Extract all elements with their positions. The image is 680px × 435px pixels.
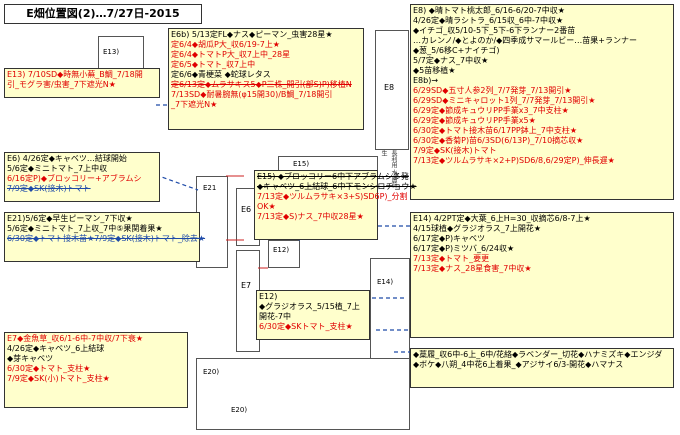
note-line: E7◆金魚草_収6/1-6中-7中収/7下衰★ xyxy=(7,334,144,343)
note-line: 6/29定◆節成キュウリPP手業x5★ xyxy=(413,116,536,125)
plot-e21-label: E21 xyxy=(203,184,217,192)
note-line: 7/9定◆SK(接木)トマト xyxy=(7,184,91,193)
note-line: E6b) 5/13定FL◆ナス◆ピーマン_虫害28星★ xyxy=(171,30,333,39)
note-line: E8b)→ xyxy=(413,76,439,85)
note-line: 6/29SD◆五寸人参2列_7/7発芽_7/13開引★ xyxy=(413,86,572,95)
plot-e12: E12) xyxy=(268,240,300,268)
plot-e7-label: E7 xyxy=(241,281,252,290)
note-line: E15) ◆ブロッコリー6中下アブラムシ多発 xyxy=(257,172,409,181)
note-line: 6/16定P)◆ブロッコリー+アブラムシ xyxy=(7,174,142,183)
note-line: 6/30定◆トマト接木苗6/17PP鉢上_7中支柱★ xyxy=(413,126,577,135)
note-line: ◆キャベツ_6上結球_6中下モンシロチョウ★ xyxy=(257,182,417,191)
note-line: ◆藁履_収6中-6上_6中/花絡◆ラベンダー_切花◆ハナミズキ◆エンジダ xyxy=(413,350,663,359)
note-line: 7/13定◆ツルムラサキ×2+P)SD6/8,6/29定P)_伸長遅★ xyxy=(413,156,615,165)
note-e7: E7◆金魚草_収6/1-6中-7中収/7下衰★4/26定◆キャベツ_6上結球◆芽… xyxy=(4,332,188,408)
note-line: 定6/5◆トマト_収7上中 xyxy=(171,60,256,69)
note-line: 5/7定◆ナス_7中収★ xyxy=(413,56,489,65)
side-label: 長利用 水圏前生 xyxy=(380,150,397,188)
note-line: 6/30定◆SKトマト_支柱★ xyxy=(259,322,353,331)
note-flowers: ◆藁履_収6中-6上_6中/花絡◆ラベンダー_切花◆ハナミズキ◆エンジダ◆ボケ◆… xyxy=(410,348,674,388)
plot-e20b-label: E20) xyxy=(231,406,248,414)
note-line: 7/13定◆ツルムラサキ×3+S)SD6P)_分割 xyxy=(257,192,408,201)
note-line: 定6/4◆胡瓜P大_収6/19-7上★ xyxy=(171,40,280,49)
note-line: 4/15球植◆グラジオラス_7上開花★ xyxy=(413,224,542,233)
plot-e13-label: E13) xyxy=(103,48,120,56)
plot-e14: E14) xyxy=(370,258,410,366)
note-line: 6/30定◆トマト接木苗★7/9定◆SK(接木)トマト_除去★ xyxy=(7,234,206,243)
note-line: 6/30定◆トマト_支柱★ xyxy=(7,364,91,373)
note-line: _7下遮光N★ xyxy=(171,100,218,109)
note-e14: E14) 4/2PT定◆大葉_6上H=30_収摘芯6/8-7上★4/15球植◆グ… xyxy=(410,212,674,338)
plot-e15-label: E15) xyxy=(293,160,310,168)
note-line: 5/6定◆ミニトマト_7上中収 xyxy=(7,164,108,173)
note-line: 6/17定◆P)キャベツ xyxy=(413,234,486,243)
note-e15: E15) ◆ブロッコリー6中下アブラムシ多発◆キャベツ_6上結球_6中下モンシロ… xyxy=(254,170,417,240)
note-e21: E21)5/6定◆早生ピーマン_7下収★5/6定◆ミニトマト_7上収_7中⑤果関… xyxy=(4,212,206,262)
note-line: 6/30定◆香菊P)苗6/3SD(6/13P)_7/10摘芯収★ xyxy=(413,136,584,145)
note-line: OK★ xyxy=(257,202,276,211)
plot-e20: E20) E20) xyxy=(196,358,410,430)
note-line: ◆イチゴ_収5/10-5下_5下-6下ランナー2番苗 xyxy=(413,26,576,35)
note-line: 引_モグラ害/虫害_7下遮光N★ xyxy=(7,80,116,89)
note-line: 7/13定◆トマト_要更 xyxy=(413,254,490,263)
plot-e6-label: E6 xyxy=(241,205,252,214)
plot-e14-label: E14) xyxy=(377,278,394,286)
note-line: 7/13SD◆耐暑腕無(φ15開30)/B鯛_7/18開引 xyxy=(171,90,333,99)
note-line: 7/9定◆SK(小)トマト_支柱★ xyxy=(7,374,110,383)
note-line: E12) xyxy=(259,292,278,301)
note-line: 定6/13定◆ムラサキス5◆P三株_開引(部S)P)移植N xyxy=(171,80,352,89)
note-line: ◆葱_5/6移C+ナイチゴ) xyxy=(413,46,500,55)
note-e6b: E6b) 5/13定FL◆ナス◆ピーマン_虫害28星★定6/4◆胡瓜P大_収6/… xyxy=(168,28,364,130)
note-line: 6/29定◆節成キュウリPP手業x3_7中支柱★ xyxy=(413,106,569,115)
note-line: 定6/4◆トマトP大_収7上中_28星 xyxy=(171,50,291,59)
note-line: E6) 4/26定◆キャベツ…結球開始 xyxy=(7,154,127,163)
note-line: ◆グラジオラス_5/15植_7上 xyxy=(259,302,360,311)
note-line: 7/9定◆SK(接木)トマト xyxy=(413,146,497,155)
plot-e12-label: E12) xyxy=(273,246,290,254)
note-line: 4/26定◆キャベツ_6上結球 xyxy=(7,344,105,353)
note-line: 定6/6◆青梗菜 ◆蛇球レタス xyxy=(171,70,271,79)
note-line: E21)5/6定◆早生ピーマン_7下収★ xyxy=(7,214,133,223)
note-line: 4/26定◆晴ラシトラ_6/15収_6中-7中収★ xyxy=(413,16,564,25)
note-e13: E13) 7/10SD◆時無小蕪_B鯛_7/18開引_モグラ害/虫害_7下遮光N… xyxy=(4,68,160,98)
note-e8: E8) ◆晴トマト桃太郎_6/16-6/20-7中収★4/26定◆晴ラシトラ_6… xyxy=(410,4,674,200)
note-line: …カレンノ/◆とよのか/◆四季成サマールビー…苗果+ランナー xyxy=(413,36,637,45)
note-line: 6/29SD◆ミニキャロット1列_7/7発芽_7/13開引★ xyxy=(413,96,596,105)
note-line: E13) 7/10SD◆時無小蕪_B鯛_7/18開 xyxy=(7,70,143,79)
note-line: E8) ◆晴トマト桃太郎_6/16-6/20-7中収★ xyxy=(413,6,565,15)
note-line: 開花-7中 xyxy=(259,312,291,321)
note-line: 7/13定◆ナス_28星食害_7中収★ xyxy=(413,264,532,273)
plot-e8-label: E8 xyxy=(384,83,395,92)
plot-e8: E8 xyxy=(375,30,409,150)
note-line: E14) 4/2PT定◆大葉_6上H=30_収摘芯6/8-7上★ xyxy=(413,214,591,223)
note-line: ◆ボケ◆八朔_4中花6上着果_◆アジサイ6/3-開花◆ハマナス xyxy=(413,360,624,369)
note-line: 6/17定◆P)ミツバ_6/24収★ xyxy=(413,244,515,253)
plot-e20-label: E20) xyxy=(203,368,220,376)
note-line: ◆芽キャベツ xyxy=(7,354,54,363)
note-line: 5/6定◆ミニトマト_7上収_7中⑤果関着果★ xyxy=(7,224,163,233)
note-line: ◆5苗移植★ xyxy=(413,66,456,75)
page-title: E畑位置図(2)…7/27日-2015 xyxy=(4,4,202,24)
note-line: 7/13定◆S)ナス_7中収28星★ xyxy=(257,212,364,221)
